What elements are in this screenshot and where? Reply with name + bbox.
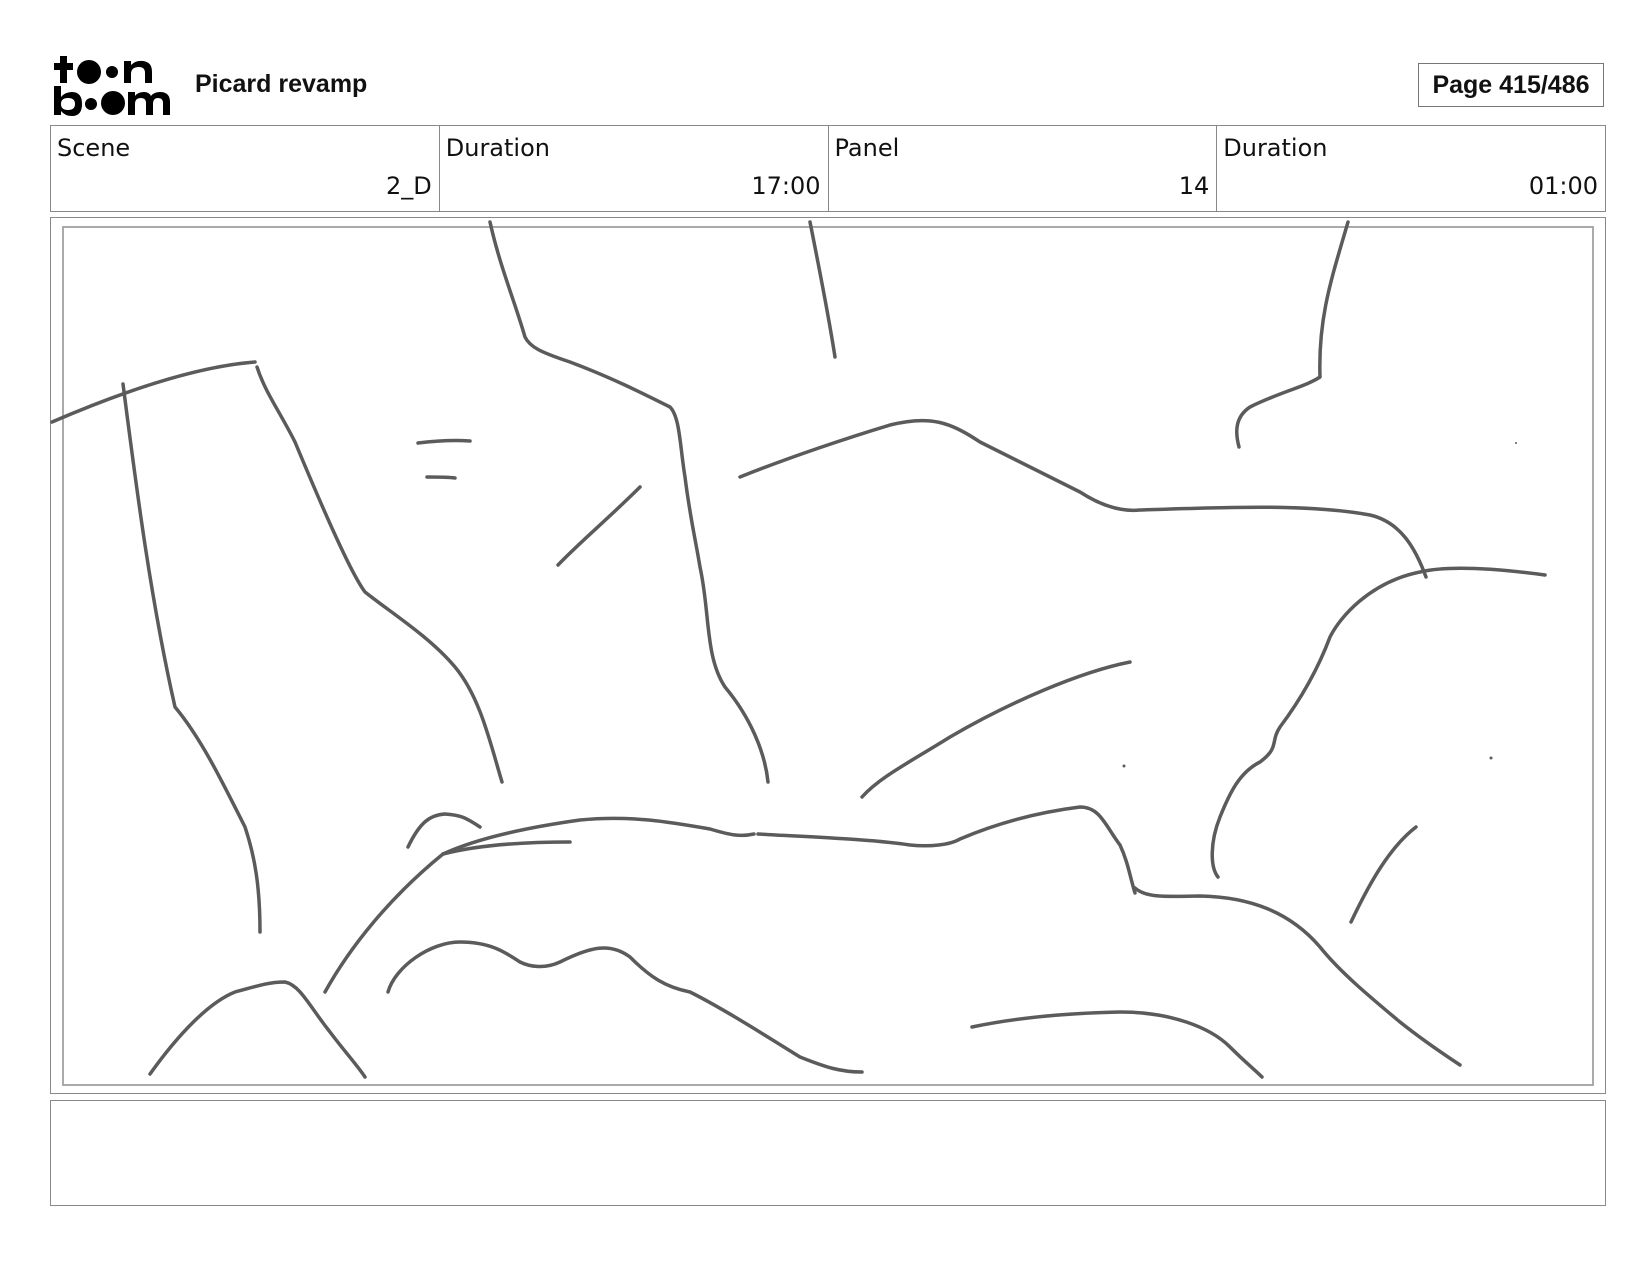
panel-value: 14 [1178,172,1210,200]
panel-duration-cell: Duration 01:00 [1216,126,1605,211]
panel-cell: Panel 14 [827,126,1217,211]
panel-duration-value: 01:00 [1528,172,1598,200]
scene-duration-value: 17:00 [751,172,821,200]
panel-label: Panel [834,134,900,162]
scene-cell: Scene 2_D [51,126,439,211]
scene-duration-label: Duration [445,134,550,162]
scene-label: Scene [57,134,131,162]
panel-info-table: Scene 2_D Duration 17:00 Panel 14 Durati… [50,125,1606,212]
scene-value: 2_D [386,172,432,200]
scene-duration-cell: Duration 17:00 [438,126,828,211]
toon-boom-logo-mark [54,56,170,116]
panel-duration-label: Duration [1223,134,1328,162]
project-title: Picard revamp [195,70,368,98]
panel-sketch-drawing [50,220,1547,1079]
safe-area-frame [62,226,1594,1086]
toon-boom-logo [54,52,174,118]
panel-frame [50,217,1606,1094]
page-number-label: Page 415/486 [1432,70,1590,99]
page-number-badge: Page 415/486 [1418,63,1604,107]
panel-notes-box [50,1100,1606,1206]
